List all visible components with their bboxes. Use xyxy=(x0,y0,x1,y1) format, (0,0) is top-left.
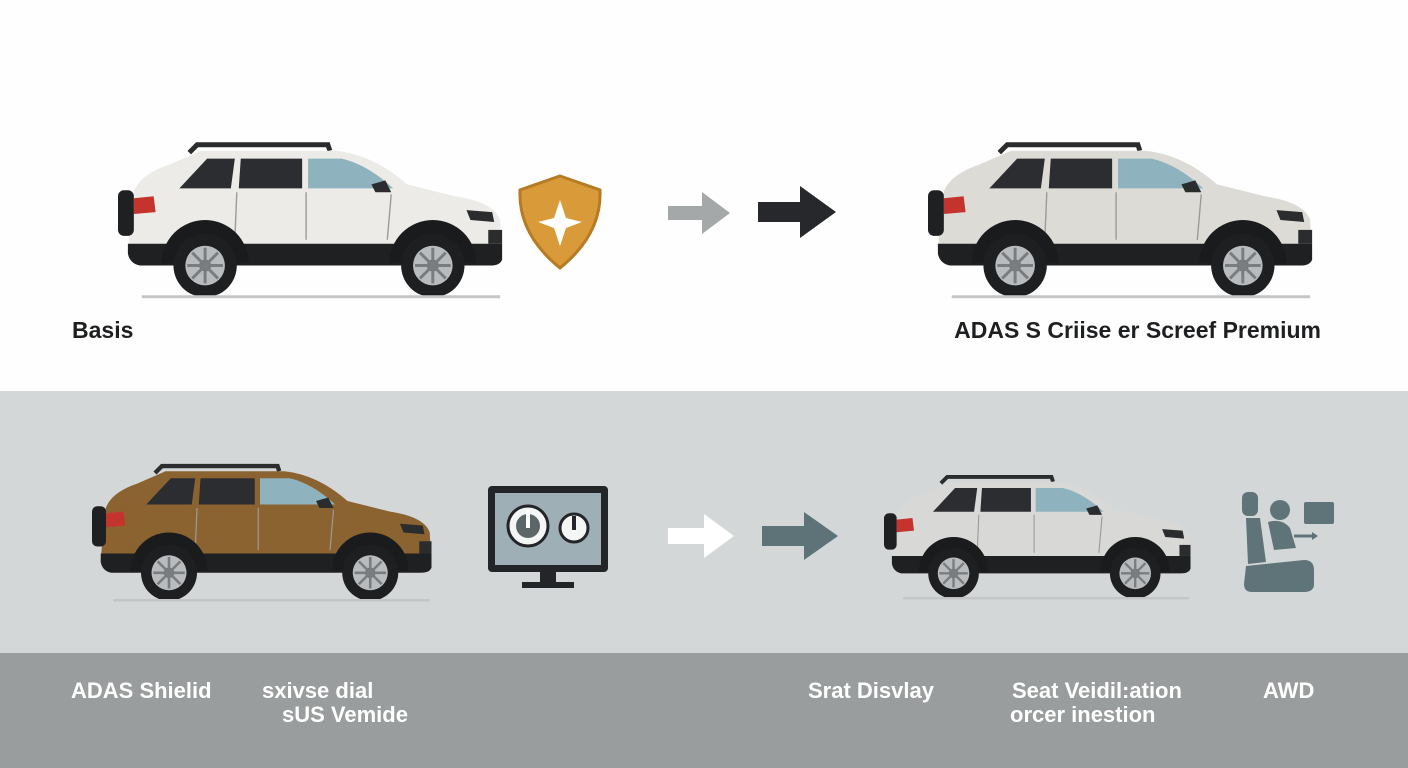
bottom-label-panel xyxy=(0,653,1408,768)
seat-ventilation-label-line1: Seat Veidil:ation xyxy=(1012,678,1182,703)
bronze-suv-image xyxy=(92,455,442,610)
arrow-right-icon xyxy=(762,512,838,560)
arrow-right-icon xyxy=(668,514,734,558)
monitor-dials-icon xyxy=(488,486,608,588)
base-suv-image xyxy=(118,140,514,300)
shield-icon xyxy=(518,174,602,270)
seat-ventilation-label-line2: orcer inestion xyxy=(1010,702,1156,727)
basis-label: Basis xyxy=(72,317,134,343)
dial-label-line1: sxivse dial xyxy=(262,678,374,703)
dial-label-line2: sUS Vemide xyxy=(282,702,408,727)
adas-shield-label: ADAS Shielid xyxy=(71,678,212,703)
silver-suv-image xyxy=(884,464,1200,610)
premium-label: ADAS S Criise er Screef Premium xyxy=(954,317,1321,343)
arrow-right-icon xyxy=(668,192,730,234)
premium-suv-image xyxy=(928,140,1324,300)
awd-label: AWD xyxy=(1263,678,1315,703)
display-label: Srat Disvlay xyxy=(808,678,934,703)
seat-ventilation-icon xyxy=(1242,492,1334,592)
arrow-right-icon xyxy=(758,186,836,238)
